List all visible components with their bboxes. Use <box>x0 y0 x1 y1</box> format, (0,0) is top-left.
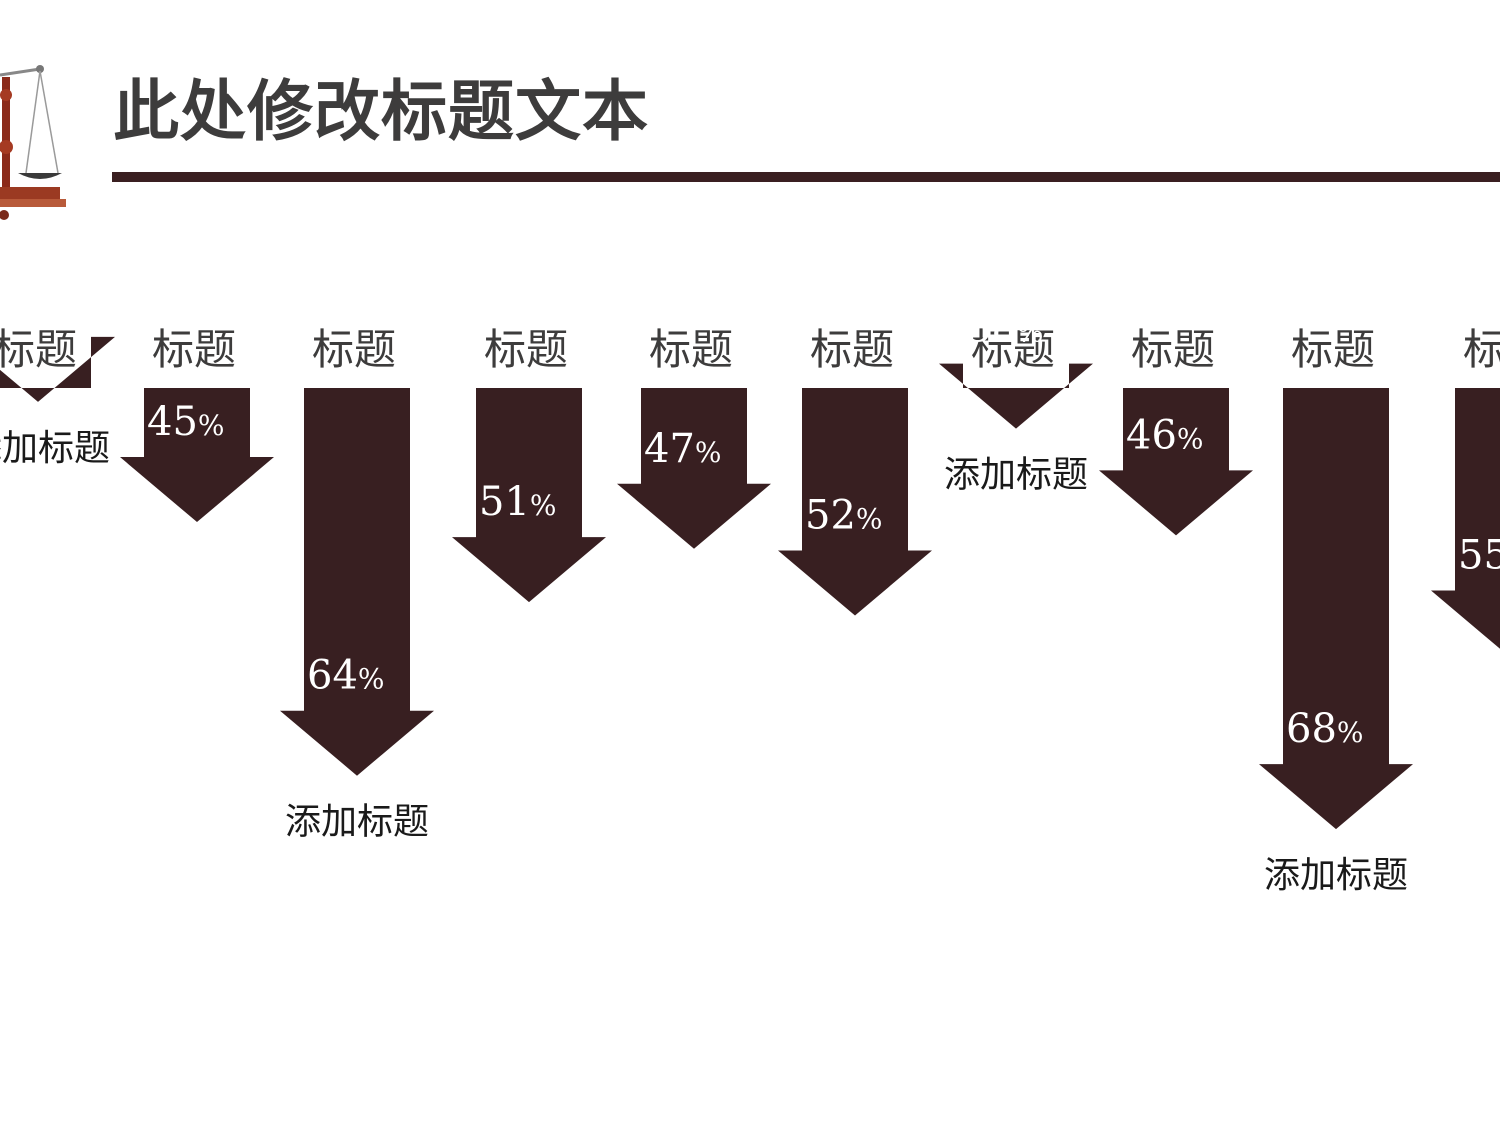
category-label-7: 标题 <box>971 325 1055 374</box>
category-label-10: 标题 <box>1463 325 1500 374</box>
title-rule <box>112 172 1500 182</box>
sub-label-3: 添加标题 <box>944 455 1088 496</box>
sub-label-2: 添加标题 <box>285 802 429 843</box>
sub-label-1: 添加标题 <box>0 428 110 469</box>
scales-of-justice-icon <box>0 55 75 235</box>
value-label-2: 45% <box>147 399 225 445</box>
value-label-6: 52% <box>805 493 883 539</box>
value-label-10: 55% <box>1458 533 1500 579</box>
category-label-4: 标题 <box>484 325 568 374</box>
arrow-bar-6 <box>778 388 932 616</box>
value-label-1: 36% <box>0 279 66 325</box>
page-title: 此处修改标题文本 <box>113 73 649 150</box>
arrow-bar-8 <box>1099 388 1253 536</box>
category-label-6: 标题 <box>810 325 894 374</box>
arrow-bar-3 <box>280 388 434 776</box>
category-label-9: 标题 <box>1291 325 1375 374</box>
category-label-3: 标题 <box>312 325 396 374</box>
value-label-8: 46% <box>1126 412 1204 458</box>
arrow-bar-1 <box>0 336 115 402</box>
arrow-bar-4 <box>452 388 606 603</box>
arrow-bar-10 <box>1431 388 1500 649</box>
value-label-3: 64% <box>307 653 385 699</box>
category-label-5: 标题 <box>649 325 733 374</box>
category-label-8: 标题 <box>1131 325 1215 374</box>
value-label-7: 38% <box>966 306 1044 352</box>
value-label-4: 51% <box>479 479 557 525</box>
arrow-bar-9 <box>1259 388 1413 830</box>
value-label-5: 47% <box>644 426 722 472</box>
arrow-bar-7 <box>939 363 1093 429</box>
category-label-2: 标题 <box>152 325 236 374</box>
sub-label-4: 添加标题 <box>1264 855 1408 896</box>
arrow-bar-2 <box>120 388 274 523</box>
arrow-bar-5 <box>617 388 771 549</box>
category-label-1: 标题 <box>0 325 77 374</box>
value-label-9: 68% <box>1286 706 1364 752</box>
